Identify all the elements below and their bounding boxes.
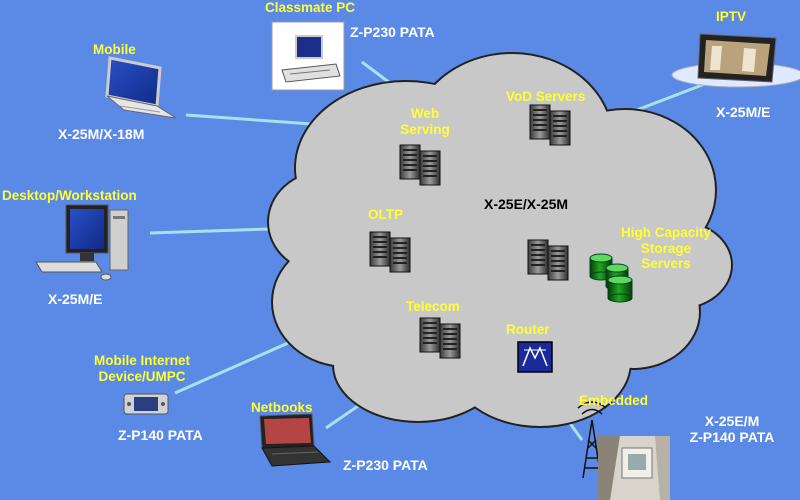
embedded-drive: X-25E/M Z-P140 PATA bbox=[689, 413, 775, 446]
high-capacity-storage-label: High Capacity Storage Servers bbox=[620, 225, 712, 272]
classmate-pc-drive: Z-P230 PATA bbox=[350, 24, 435, 40]
netbooks-title: Netbooks bbox=[251, 400, 313, 415]
umpc-device-icon bbox=[123, 393, 169, 415]
mid-umpc-drive: Z-P140 PATA bbox=[118, 427, 203, 443]
router-label: Router bbox=[506, 322, 550, 337]
netbook-icon bbox=[259, 413, 332, 467]
storage-database-icon bbox=[589, 253, 633, 303]
embedded-title: Embedded bbox=[579, 393, 649, 408]
classmate-pc-title: Classmate PC bbox=[265, 0, 356, 15]
mid-umpc-title: Mobile Internet Device/UMPC bbox=[93, 353, 190, 384]
cloud-center-label: X-25E/X-25M bbox=[484, 196, 569, 212]
vod-server-icon bbox=[530, 105, 570, 145]
iptv-drive: X-25M/E bbox=[716, 104, 771, 120]
netbooks-drive: Z-P230 PATA bbox=[343, 457, 428, 473]
desktop-title: Desktop/Workstation bbox=[2, 188, 137, 203]
iptv-title: IPTV bbox=[716, 9, 747, 24]
iptv-tv-icon bbox=[671, 33, 800, 88]
oltp-label: OLTP bbox=[368, 207, 403, 222]
router-icon bbox=[517, 341, 553, 373]
telecom-label: Telecom bbox=[406, 299, 460, 314]
web-server-icon bbox=[400, 145, 440, 185]
network-cloud bbox=[267, 52, 733, 428]
mobile-drive: X-25M/X-18M bbox=[58, 126, 145, 142]
desktop-drive: X-25M/E bbox=[48, 291, 103, 307]
oltp-server-icon bbox=[370, 232, 410, 272]
embedded-kiosk-image bbox=[598, 436, 670, 500]
laptop-icon bbox=[105, 56, 177, 119]
web-serving-label: Web Serving bbox=[400, 106, 450, 137]
mobile-title: Mobile bbox=[93, 42, 136, 57]
vod-servers-label: VoD Servers bbox=[506, 89, 586, 104]
classmate-pc-image bbox=[271, 21, 345, 91]
desktop-workstation-icon bbox=[35, 204, 129, 281]
telecom-server-icon bbox=[420, 318, 460, 358]
storage-server-icon bbox=[528, 240, 568, 280]
